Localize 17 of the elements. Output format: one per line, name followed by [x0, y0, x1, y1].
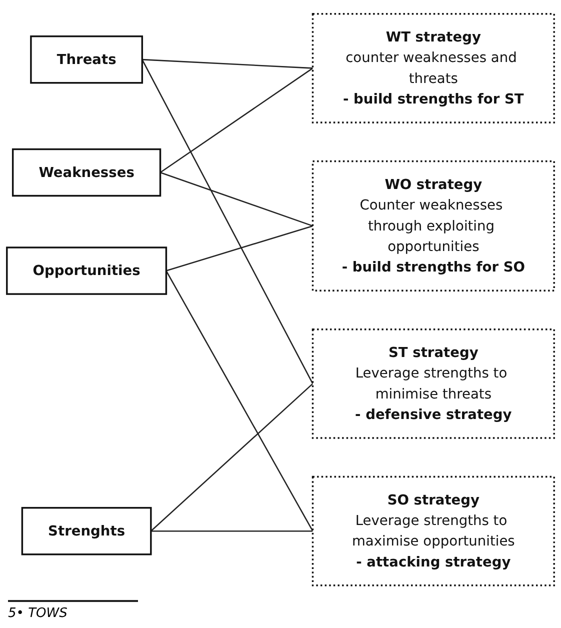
connector — [160, 68, 314, 174]
node-box: SO strategy Leverage strengths to maximise opportunities - attacking strategy — [312, 476, 555, 587]
connector — [150, 530, 313, 532]
connector — [166, 270, 314, 532]
connector — [160, 172, 313, 227]
node-box: Opportunities — [6, 246, 168, 296]
connector — [142, 59, 313, 70]
caption: 5• TOWS — [8, 600, 138, 621]
node-box: WO strategy Counter weaknesses through exploiting opportunities - build strengths for SO — [312, 160, 555, 292]
node-box: Threats — [30, 36, 144, 84]
connector — [150, 384, 314, 532]
connector — [166, 226, 313, 272]
node-box: Strenghts — [21, 507, 152, 556]
node-box: ST strategy Leverage strengths to minimise threats - defensive strategy — [312, 328, 555, 440]
node-box: Weaknesses — [12, 148, 162, 197]
connector — [142, 60, 314, 384]
node-box: WT strategy counter weaknesses and threats - build strengths for ST — [312, 13, 555, 124]
